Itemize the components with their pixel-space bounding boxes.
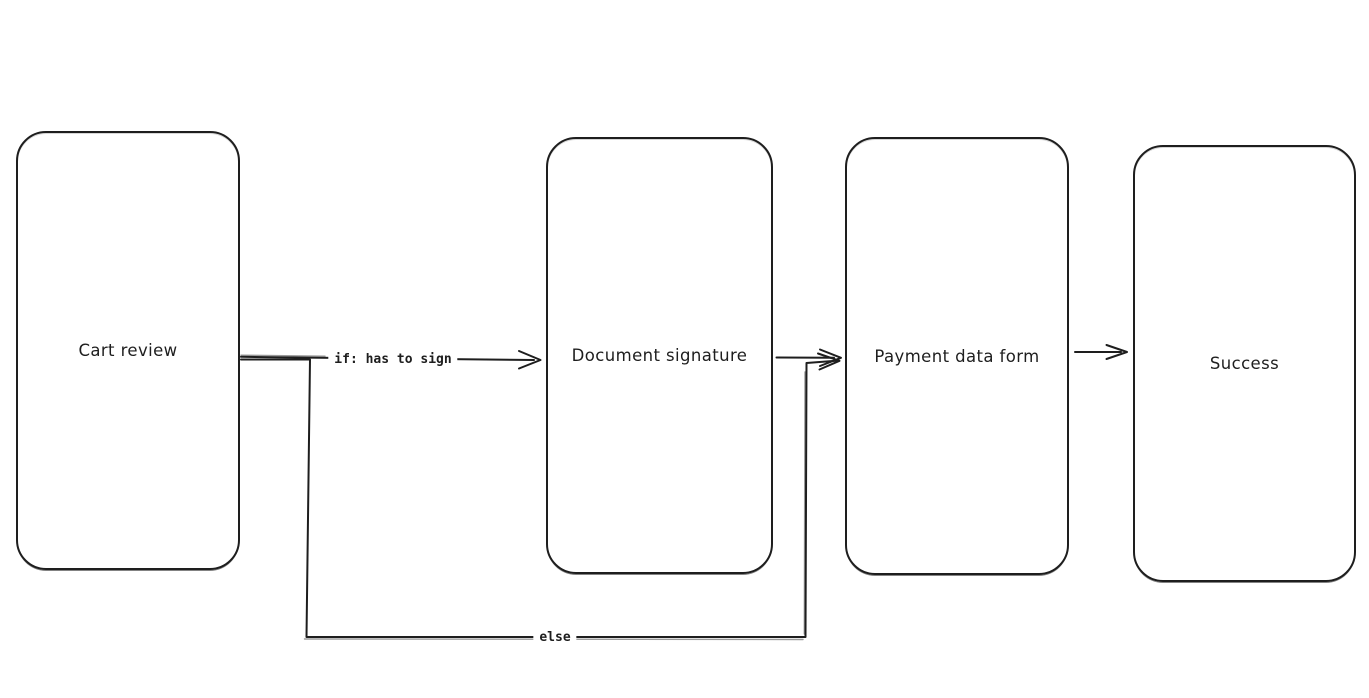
node-label-document-signature: Document signature (571, 346, 748, 365)
edge-payment-to-success[interactable] (1074, 344, 1128, 360)
arrowhead-if (518, 350, 542, 370)
node-cart-review[interactable]: Cart review (16, 131, 240, 570)
arrowhead-else (817, 352, 841, 371)
node-payment-data-form[interactable]: Payment data form (845, 137, 1069, 575)
edge-signature-to-payment[interactable] (775, 348, 842, 367)
arrowhead-signature-to-payment (819, 348, 842, 367)
node-label-success: Success (1209, 354, 1280, 373)
node-label-payment-data-form: Payment data form (874, 346, 1040, 366)
arrowhead-payment-to-success (1105, 344, 1128, 360)
node-document-signature[interactable]: Document signature (546, 137, 773, 574)
edge-label-else[interactable]: else (533, 629, 577, 647)
edge-label-if-has-to-sign[interactable]: if: has to sign (328, 351, 458, 369)
node-success[interactable]: Success (1133, 145, 1356, 582)
node-label-cart-review: Cart review (78, 341, 178, 360)
